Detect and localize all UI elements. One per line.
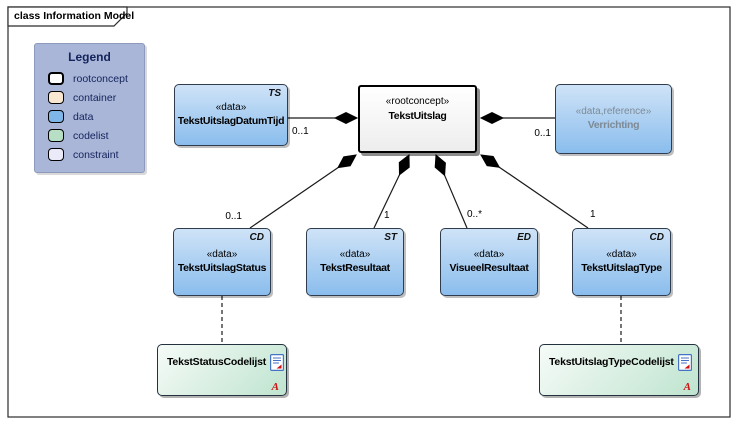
legend-item-label: rootconcept: [73, 72, 128, 85]
assoc-tekstuitslagtype-diamond: [480, 154, 501, 168]
legend-item-container: container: [35, 88, 144, 107]
assoc-tekstuitslagstatus[interactable]: [249, 167, 339, 229]
multiplicity-label: 0..1: [225, 211, 242, 222]
legend[interactable]: Legend rootconcept container data codelist c…: [34, 43, 145, 173]
node-tekstuitslagtype[interactable]: CD «data» TekstUitslagType: [572, 228, 671, 296]
node-tekstresultaat[interactable]: ST «data» TekstResultaat: [306, 228, 404, 296]
assoc-tekstuitslagdatumtijd-diamond: [333, 111, 359, 125]
legend-item-data: data: [35, 107, 144, 126]
stereotype-label: «data»: [473, 248, 505, 260]
stereotype-label: «data»: [215, 101, 247, 113]
artifact-letter: A: [271, 381, 279, 393]
node-tekstuitslagdatumtijd[interactable]: TS «data» TekstUitslagDatumTijd: [174, 84, 288, 146]
type-badge: ST: [384, 232, 397, 243]
multiplicity-label: 1: [384, 210, 390, 221]
document-icon: [677, 354, 692, 371]
assoc-visueelresultaat-diamond: [434, 153, 446, 177]
multiplicity-label: 0..1: [292, 126, 309, 137]
multiplicity-label: 1: [590, 209, 596, 220]
legend-item-rootconcept: rootconcept: [35, 69, 144, 88]
assoc-visueelresultaat[interactable]: [444, 175, 468, 229]
node-tekststatuscodelijst[interactable]: TekstStatusCodelijst A: [157, 344, 287, 396]
node-name: TekstUitslagTypeCodelijst: [549, 356, 674, 369]
legend-item-label: container: [73, 91, 117, 104]
artifact-letter: A: [683, 381, 691, 393]
stereotype-label: «rootconcept»: [385, 96, 450, 107]
diagram-title: class Information Model: [14, 10, 135, 22]
type-badge: CD: [649, 232, 664, 243]
node-name: Verrichting: [587, 119, 640, 132]
legend-item-codelist: codelist: [35, 126, 144, 145]
node-name: TekstStatusCodelijst: [167, 356, 267, 369]
type-badge: TS: [268, 88, 281, 99]
stereotype-label: «data»: [339, 248, 371, 260]
legend-title: Legend: [68, 50, 111, 64]
legend-item-label: constraint: [73, 148, 119, 161]
stereotype-label: «data»: [606, 248, 637, 260]
assoc-tekstuitslagtype[interactable]: [498, 166, 589, 229]
diagram-title-tab: [7, 6, 128, 27]
legend-swatch: [48, 91, 64, 104]
diagram-frame: [7, 6, 731, 418]
legend-swatch: [48, 72, 64, 85]
node-visueelresultaat[interactable]: ED «data» VisueelResultaat: [440, 228, 538, 296]
node-name: TekstUitslag: [388, 109, 447, 122]
legend-item-label: codelist: [73, 129, 109, 142]
assoc-tekstresultaat-diamond: [398, 153, 410, 176]
type-badge: CD: [249, 232, 264, 243]
legend-swatch: [48, 110, 64, 123]
node-name: TekstUitslagType: [581, 262, 662, 275]
node-name: TekstResultaat: [320, 262, 390, 275]
node-name: TekstUitslagDatumTijd: [177, 115, 285, 128]
legend-item-constraint: constraint: [35, 145, 144, 164]
legend-item-label: data: [73, 110, 94, 123]
node-tekstuitslag[interactable]: «rootconcept» TekstUitslag: [358, 85, 477, 153]
node-name: VisueelResultaat: [449, 262, 529, 275]
type-badge: ED: [517, 232, 531, 243]
document-icon: [270, 354, 285, 371]
assoc-tekstuitslagstatus-diamond: [337, 154, 357, 169]
legend-swatch: [48, 148, 64, 161]
assoc-verrichting-diamond: [479, 111, 505, 125]
node-verrichting[interactable]: «data,reference» Verrichting: [555, 84, 672, 154]
legend-swatch: [48, 129, 64, 142]
legend-items: rootconcept container data codelist constrai…: [35, 69, 144, 164]
stereotype-label: «data»: [206, 248, 238, 260]
multiplicity-label: 0..*: [467, 209, 482, 220]
node-tekstuitslagtypecodelijst[interactable]: TekstUitslagTypeCodelijst A: [539, 344, 699, 396]
stereotype-label: «data,reference»: [575, 105, 652, 117]
node-name: TekstUitslagStatus: [177, 262, 267, 275]
multiplicity-label: 0..1: [534, 128, 551, 139]
assoc-tekstresultaat[interactable]: [373, 174, 401, 229]
node-tekstuitslagstatus[interactable]: CD «data» TekstUitslagStatus: [173, 228, 271, 296]
